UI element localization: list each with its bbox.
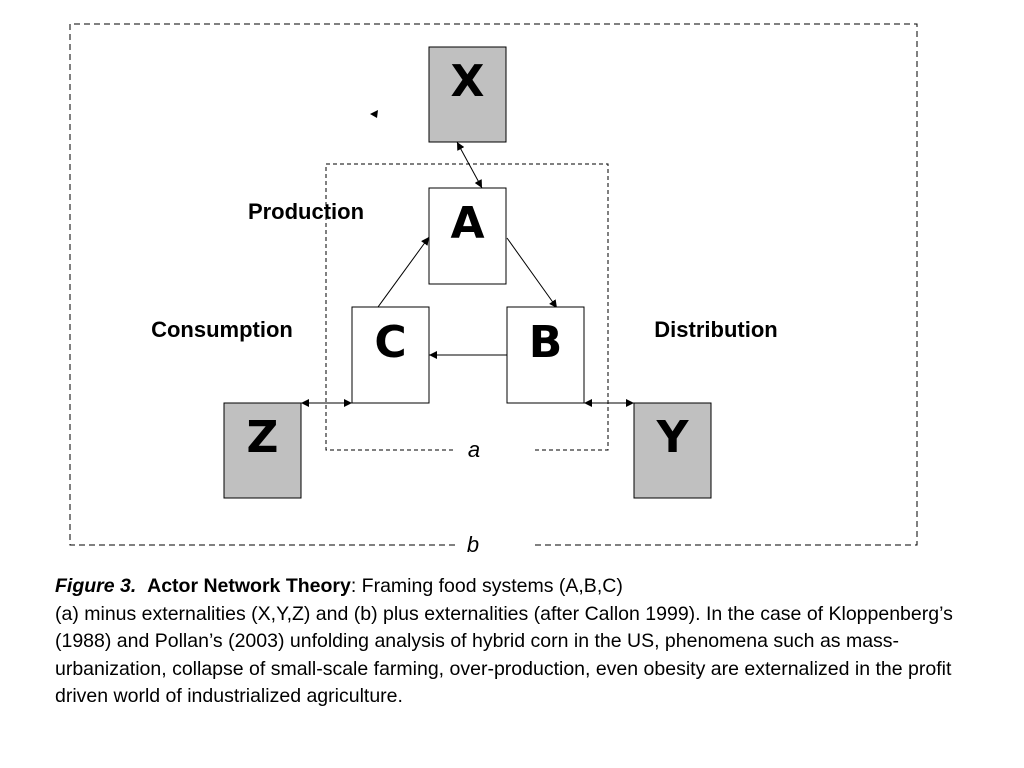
distribution-label: Distribution: [654, 317, 777, 342]
node-b-label: B: [529, 317, 563, 368]
node-a-box: [428, 187, 507, 285]
outer-boundary-label: b: [467, 532, 479, 557]
node-z: Z: [223, 402, 302, 499]
caption-body: (a) minus externalities (X,Y,Z) and (b) …: [55, 602, 953, 708]
edge-a-to-b: [506, 237, 558, 309]
node-z-label: Z: [247, 412, 279, 463]
node-a: A: [428, 187, 507, 285]
edge-x-a: [456, 141, 483, 189]
figure-title: Actor Network Theory: [147, 575, 351, 597]
stray-arrowhead-mark: [370, 110, 378, 118]
node-x-label: X: [451, 56, 485, 107]
figure-caption: Figure 3. Actor Network Theory: Framing …: [55, 573, 995, 711]
edges: [301, 141, 634, 407]
figure-number: Figure 3.: [55, 575, 137, 597]
node-a-label: A: [450, 198, 484, 249]
node-y-label: Y: [656, 412, 690, 463]
node-x: X: [428, 46, 507, 143]
node-y: Y: [633, 402, 712, 499]
node-z-box: [223, 402, 302, 499]
consumption-label: Consumption: [151, 317, 293, 342]
node-b: B: [506, 306, 585, 404]
node-y-box: [633, 402, 712, 499]
node-c: C: [351, 306, 430, 404]
node-b-box: [506, 306, 585, 404]
outer-boundary: [69, 23, 918, 546]
node-c-box: [351, 306, 430, 404]
actor-network-diagram: b a X A C B Z Y Production Consumption D: [69, 23, 918, 557]
production-label: Production: [248, 199, 364, 224]
node-c-label: C: [374, 317, 406, 368]
figure-title-suffix: : Framing food systems (A,B,C): [350, 575, 623, 597]
caption-heading: Figure 3. Actor Network Theory: Framing …: [55, 573, 995, 601]
edge-c-to-a: [377, 236, 430, 308]
inner-boundary-label: a: [468, 437, 480, 462]
node-x-box: [428, 46, 507, 143]
